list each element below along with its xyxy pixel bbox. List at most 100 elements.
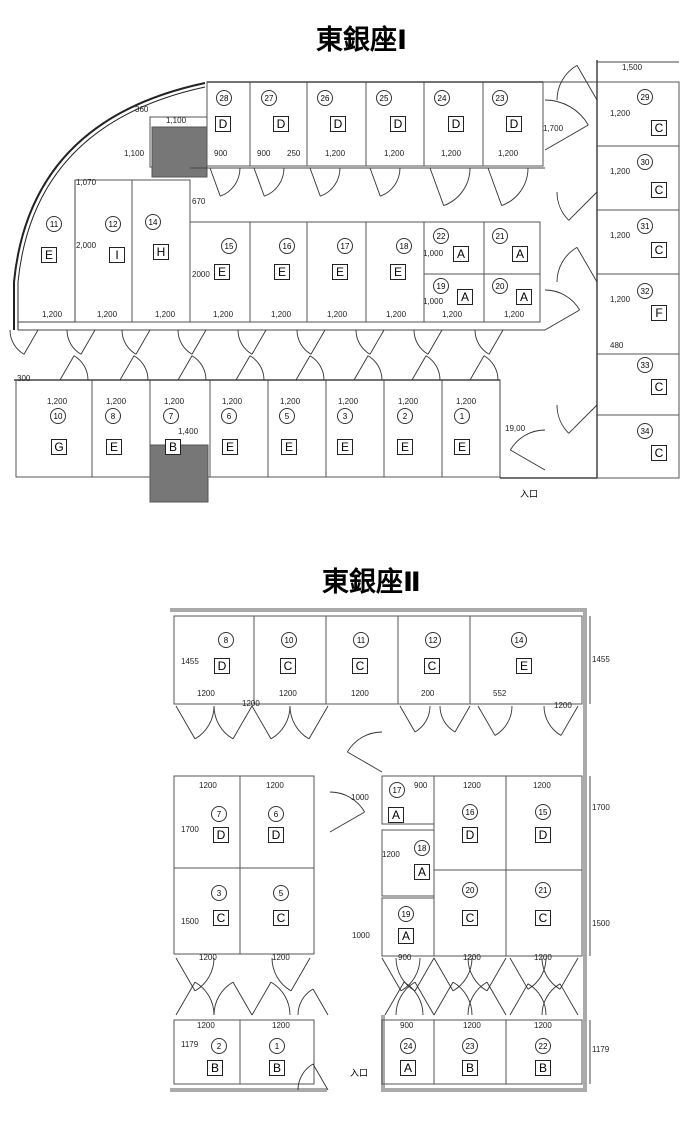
dimension-label: 1200: [382, 850, 400, 859]
unit-number: 25: [376, 90, 392, 106]
unit-number: 32: [637, 283, 653, 299]
unit-number: 16: [462, 804, 478, 820]
unit-type-badge: B: [165, 439, 181, 455]
unit-type-badge: D: [213, 827, 229, 843]
unit-type-badge: E: [454, 439, 470, 455]
door-swing: [9, 329, 39, 355]
unit-number: 24: [400, 1038, 416, 1054]
unit-number: 12: [105, 216, 121, 232]
unit-type-badge: E: [222, 439, 238, 455]
dimension-label: 1,700: [543, 124, 564, 133]
dimension-label: 1200: [463, 953, 481, 962]
dimension-label: 1,200: [398, 397, 419, 406]
dimension-label: 1700: [181, 825, 199, 834]
unit-number: 2: [211, 1038, 227, 1054]
door-swing: [433, 957, 473, 992]
dimension-label: 1200: [533, 781, 551, 790]
unit-number: 12: [425, 632, 441, 648]
unit-type-badge: C: [651, 120, 667, 136]
unit-type-badge: C: [651, 445, 667, 461]
door-swing: [213, 981, 253, 1016]
storage-unit: [15, 379, 93, 478]
door-swing: [119, 355, 149, 381]
door-swing: [251, 705, 291, 740]
dimension-label: 1200: [197, 1021, 215, 1030]
unit-number: 1: [454, 408, 470, 424]
dimension-label: 1700: [592, 803, 610, 812]
unit-number: 18: [414, 840, 430, 856]
unit-number: 26: [317, 90, 333, 106]
dimension-label: 1200: [463, 781, 481, 790]
dimension-label: 900: [257, 149, 271, 158]
unit-type-badge: D: [214, 658, 230, 674]
unit-number: 24: [434, 90, 450, 106]
unit-number: 19: [398, 906, 414, 922]
unit-number: 6: [221, 408, 237, 424]
unit-type-badge: C: [352, 658, 368, 674]
door-swing: [467, 957, 507, 992]
unit-type-badge: C: [273, 910, 289, 926]
door-swing: [541, 957, 579, 990]
dimension-label: 1,200: [155, 310, 176, 319]
dimension-label: 1200: [554, 701, 572, 710]
dimension-label: 1,200: [386, 310, 407, 319]
unit-number: 11: [353, 632, 369, 648]
storage-unit: [596, 145, 680, 211]
dimension-label: 250: [287, 149, 301, 158]
dimension-label: 1500: [592, 919, 610, 928]
dimension-label: 900: [400, 1021, 414, 1030]
unit-type-badge: A: [388, 807, 404, 823]
dimension-label: 1179: [181, 1040, 199, 1049]
dimension-label: 1,200: [384, 149, 405, 158]
unit-type-badge: C: [651, 242, 667, 258]
door-swing: [309, 167, 341, 197]
dimension-label: 1200: [272, 1021, 290, 1030]
dimension-label: 1,200: [280, 397, 301, 406]
unit-number: 16: [279, 238, 295, 254]
dimension-label: 19,00: [505, 424, 526, 433]
dimension-label: 1,200: [222, 397, 243, 406]
dimension-label: 1,200: [325, 149, 346, 158]
storage-unit: [91, 379, 151, 478]
unit-type-badge: C: [535, 910, 551, 926]
unit-type-badge: D: [273, 116, 289, 132]
dimension-label: 1,200: [456, 397, 477, 406]
unit-type-badge: A: [457, 289, 473, 305]
unit-number: 8: [218, 632, 234, 648]
storage-unit: [383, 379, 443, 478]
dimension-label: 1,500: [622, 63, 643, 72]
storage-unit: [239, 1019, 315, 1085]
unit-number: 28: [216, 90, 232, 106]
unit-number: 15: [221, 238, 237, 254]
dimension-label: 1200: [242, 699, 260, 708]
unit-type-badge: A: [398, 928, 414, 944]
storage-unit: [505, 775, 583, 871]
unit-type-badge: A: [453, 246, 469, 262]
unit-type-badge: C: [424, 658, 440, 674]
unit-number: 23: [462, 1038, 478, 1054]
unit-type-badge: E: [516, 658, 532, 674]
door-swing: [59, 355, 89, 381]
unit-type-badge: B: [462, 1060, 478, 1076]
door-swing: [509, 957, 547, 990]
unit-type-badge: D: [462, 827, 478, 843]
unit-number: 21: [492, 228, 508, 244]
unit-number: 10: [281, 632, 297, 648]
door-swing: [509, 983, 547, 1016]
door-swing: [556, 191, 598, 221]
dimension-label: 1455: [181, 657, 199, 666]
unit-number: 7: [163, 408, 179, 424]
door-swing: [467, 981, 507, 1016]
unit-type-badge: E: [41, 247, 57, 263]
unit-type-badge: B: [207, 1060, 223, 1076]
outer-wall: [170, 608, 587, 1092]
door-swing: [369, 167, 401, 197]
unit-type-badge: D: [268, 827, 284, 843]
door-swing: [235, 355, 265, 381]
unit-number: 3: [337, 408, 353, 424]
dimension-label: 1,200: [327, 310, 348, 319]
dimension-label: 1200: [266, 781, 284, 790]
dimension-label: 1,000: [423, 297, 444, 306]
dimension-label: 2,000: [76, 241, 97, 250]
door-swing: [177, 329, 207, 355]
